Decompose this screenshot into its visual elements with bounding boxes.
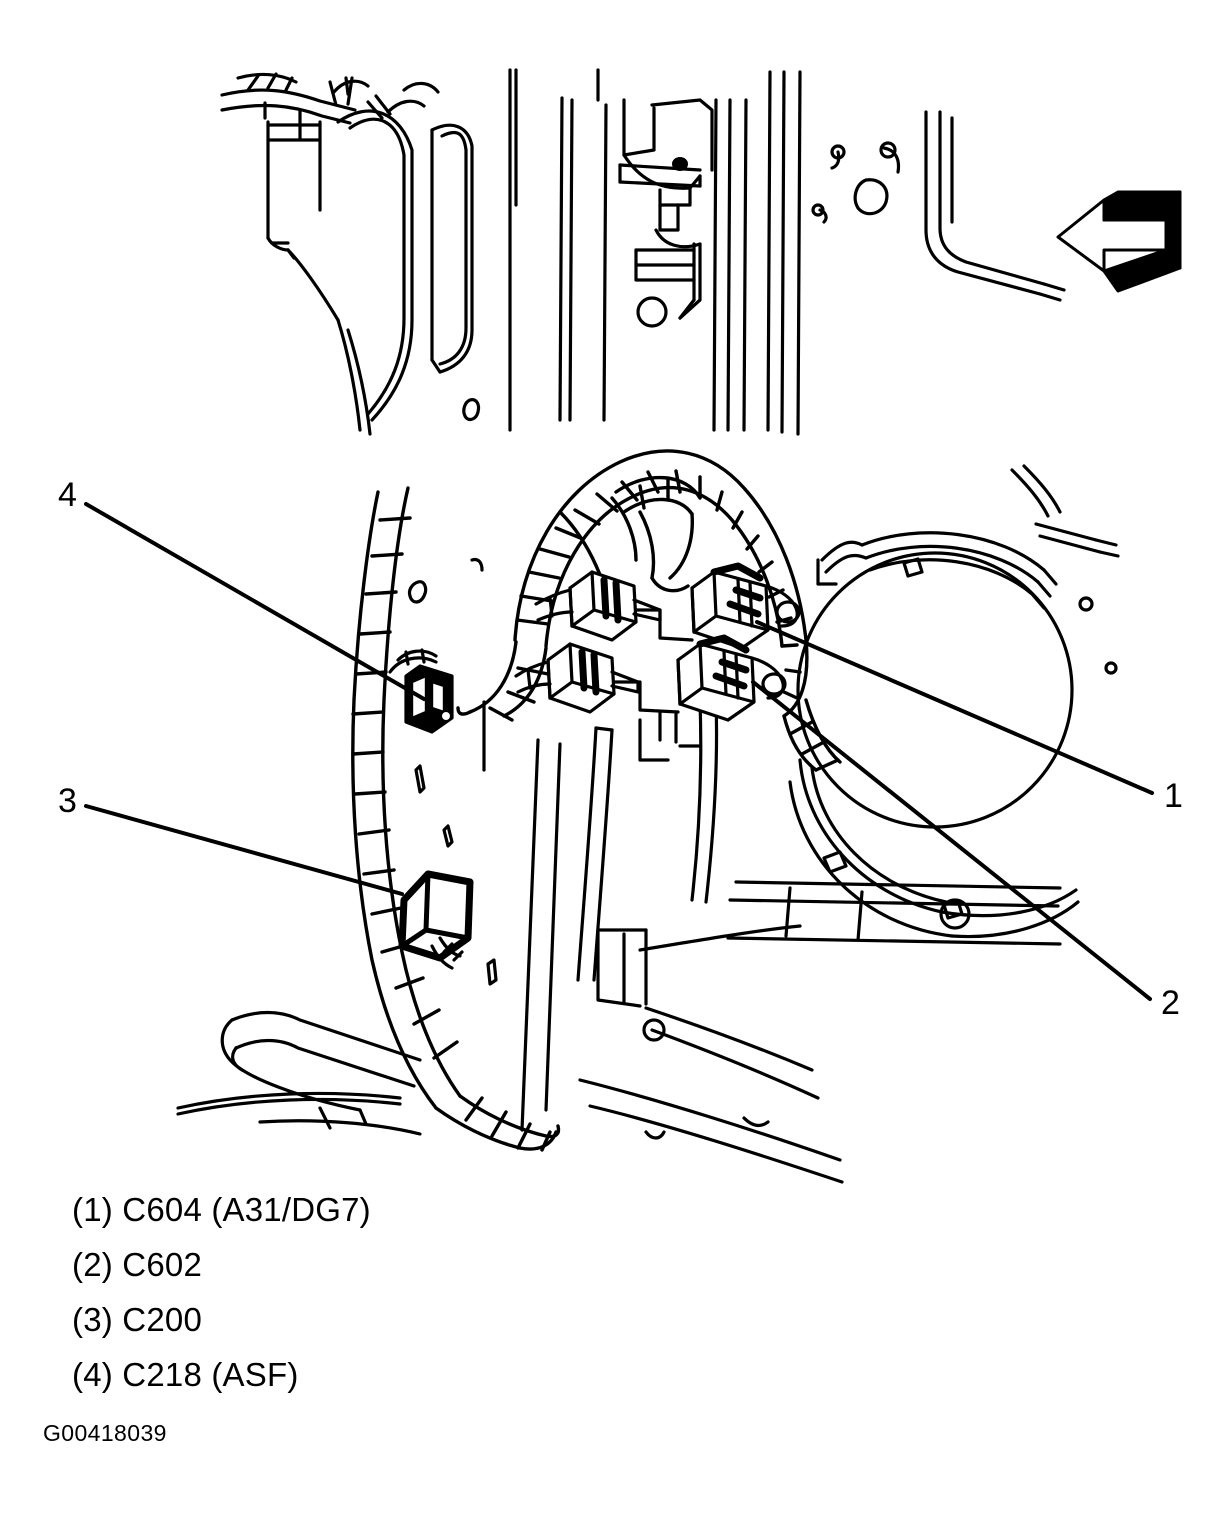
right-edge-lines bbox=[1010, 464, 1120, 558]
callout-label-4: 4 bbox=[58, 476, 77, 514]
mating-connector-upper bbox=[534, 570, 662, 642]
leader-line-2 bbox=[751, 680, 1152, 1001]
lower-left-panel bbox=[176, 1010, 422, 1136]
panel-holes bbox=[811, 141, 1118, 675]
legend-item-2: (2) C602 bbox=[72, 1246, 202, 1283]
legend-item-4: (4) C218 (ASF) bbox=[72, 1356, 299, 1393]
cowl-bracket-assembly bbox=[618, 98, 714, 328]
connector-c200-body bbox=[398, 870, 474, 970]
figure-id-label: G00418039 bbox=[43, 1420, 167, 1446]
connector-link-wires bbox=[612, 608, 694, 714]
callout-label-1: 1 bbox=[1164, 777, 1183, 815]
legend: (1) C604 (A31/DG7) (2) C602 (3) C200 (4)… bbox=[72, 1182, 672, 1402]
legend-item-1: (1) C604 (A31/DG7) bbox=[72, 1191, 371, 1228]
callout-label-3: 3 bbox=[58, 782, 77, 820]
legend-item-3: (3) C200 bbox=[72, 1301, 202, 1338]
connector-c604-body bbox=[690, 562, 801, 650]
leader-line-1 bbox=[755, 620, 1154, 795]
cowl-panel-lines bbox=[220, 68, 802, 436]
leader-line-4 bbox=[84, 502, 426, 701]
forward-direction-arrow bbox=[1056, 190, 1182, 293]
mating-connector-lower bbox=[514, 642, 640, 714]
connector-c602-body bbox=[676, 634, 787, 722]
lower-frame-rail bbox=[638, 880, 1062, 952]
callout-label-2: 2 bbox=[1161, 984, 1180, 1022]
rail-detail-marks bbox=[407, 398, 498, 986]
upper-left-edge bbox=[236, 72, 440, 120]
inner-panel-lines bbox=[520, 698, 844, 1184]
leader-line-3 bbox=[84, 804, 404, 896]
callout-leader-lines bbox=[84, 502, 1154, 1001]
